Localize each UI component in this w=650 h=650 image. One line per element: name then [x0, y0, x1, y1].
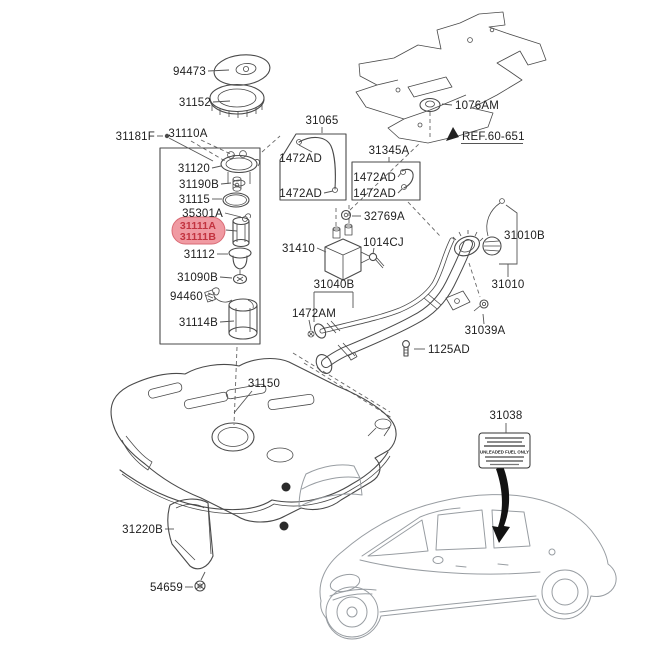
ref-arrow-icon — [446, 127, 459, 141]
leader-lines — [157, 69, 523, 588]
screw-1014CJ-drawing — [360, 251, 385, 269]
construction-lines — [190, 112, 481, 426]
part-label-31040B: 31040B — [314, 279, 355, 291]
part-label-1472AM: 1472AM — [292, 308, 336, 320]
part-label-54659: 54659 — [150, 582, 183, 594]
part-label-31150: 31150 — [248, 378, 280, 390]
part-label-31110A: 31110A — [168, 128, 207, 140]
ref-label-60-651: REF.60-651 — [462, 131, 525, 143]
part-label-1076AM: 1076AM — [455, 100, 499, 112]
part-label-1472AD-3: 1472AD — [353, 172, 396, 184]
part-label-94460: 94460 — [170, 291, 203, 303]
bolt-31039A-drawing — [473, 299, 489, 312]
part-label-94473: 94473 — [173, 66, 206, 78]
part-label-31039A: 31039A — [465, 325, 506, 337]
fuel-door-arrow-icon — [492, 466, 510, 543]
part-label-31181F: 31181F — [116, 131, 155, 143]
part-label-31010B: 31010B — [504, 230, 545, 242]
part-label-31115: 31115 — [179, 194, 210, 206]
part-label-1472AD-2: 1472AD — [279, 188, 322, 200]
part-label-31114B: 31114B — [179, 317, 218, 329]
part-label-31152: 31152 — [179, 97, 211, 109]
part-label-31120: 31120 — [178, 163, 210, 175]
part-label-31190B: 31190B — [179, 179, 219, 191]
nut-54659-drawing — [194, 580, 206, 592]
part-label-1125AD: 1125AD — [428, 344, 470, 356]
hose-box-31345A — [351, 161, 421, 201]
part-label-31220B: 31220B — [122, 524, 163, 536]
part-label-31090B: 31090B — [177, 272, 218, 284]
shield-31220B-drawing — [167, 498, 214, 581]
part-label-31038: 31038 — [490, 410, 523, 422]
lock-ring-31152-drawing — [209, 83, 265, 118]
part-label-31010: 31010 — [492, 279, 525, 291]
part-label-31345A: 31345A — [369, 145, 410, 157]
fuel-sticker-31038: UNLEADED FUEL ONLY — [478, 432, 531, 469]
part-label-31065: 31065 — [306, 115, 339, 127]
hose-box-31065 — [279, 133, 347, 201]
highlight-31111-selected-part[interactable] — [171, 216, 226, 245]
part-label-31111B-highlighted[interactable]: 31111B — [180, 231, 216, 243]
part-label-1014CJ: 1014CJ — [363, 237, 404, 249]
canister-31410-drawing — [324, 223, 362, 281]
floor-panel-drawing — [355, 11, 547, 144]
filler-pipe-assembly-drawing — [307, 198, 518, 374]
grommet-1076AM-drawing — [419, 97, 441, 113]
part-label-31410: 31410 — [282, 243, 315, 255]
fuel-cap-31010-drawing — [482, 236, 502, 256]
part-label-1472AD-1: 1472AD — [279, 153, 322, 165]
part-label-31111A-highlighted[interactable]: 31111A — [180, 220, 216, 232]
grommet-32769A-drawing — [340, 209, 352, 221]
car-drawing — [298, 464, 617, 640]
part-label-32769A: 32769A — [364, 211, 405, 223]
part-label-31112: 31112 — [184, 249, 215, 261]
bolt-1125AD-drawing — [402, 340, 410, 357]
pump-module-box — [159, 147, 261, 345]
part-label-1472AD-4: 1472AD — [353, 188, 396, 200]
part-label-35301A: 35301A — [182, 208, 223, 220]
part-labels: 94473 31152 31181F 31110A 31120 31190B 3… — [116, 66, 545, 594]
sticker-main-text: UNLEADED FUEL ONLY — [480, 450, 529, 455]
